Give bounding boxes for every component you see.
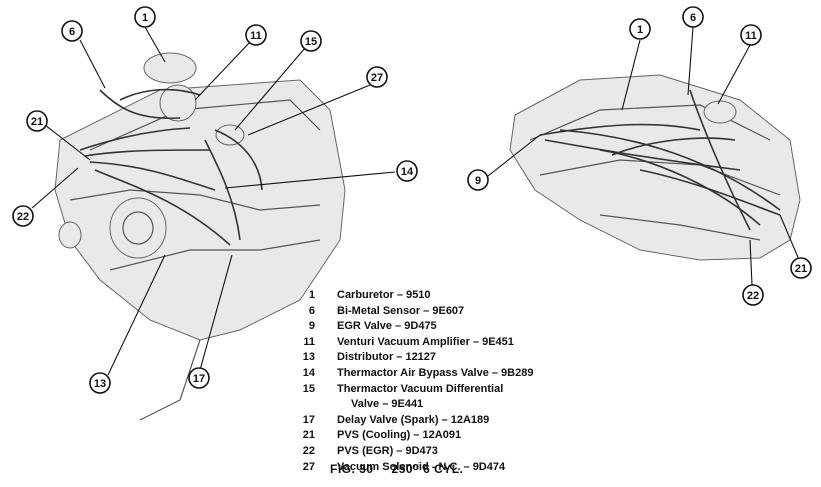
- svg-text:6: 6: [69, 26, 75, 38]
- right-engine-drawing: [509, 74, 801, 261]
- svg-text:22: 22: [747, 290, 759, 302]
- figure-caption: FIG. 30 250″ 6 CYL.: [330, 462, 463, 476]
- callout-13: 13: [89, 372, 111, 394]
- callout-11: 11: [245, 24, 267, 46]
- svg-text:17: 17: [193, 373, 205, 385]
- svg-text:13: 13: [94, 378, 106, 390]
- callout-17: 17: [188, 367, 210, 389]
- callout-11-right: 11: [740, 24, 762, 46]
- svg-text:27: 27: [371, 72, 383, 84]
- callout-9-right: 9: [467, 169, 489, 191]
- svg-text:21: 21: [795, 263, 807, 275]
- figure-number: FIG. 30: [330, 462, 374, 476]
- callout-6-right: 6: [682, 6, 704, 28]
- callout-21-right: 21: [790, 257, 812, 279]
- callout-22: 22: [12, 205, 34, 227]
- callout-15: 15: [300, 30, 322, 52]
- left-leader-lines: [31, 26, 396, 376]
- legend-row-continuation: Valve – 9E441: [351, 398, 424, 411]
- figure-title: 250″ 6 CYL.: [391, 462, 464, 476]
- callout-14: 14: [396, 160, 418, 182]
- svg-text:15: 15: [305, 36, 317, 48]
- callout-6: 6: [61, 20, 83, 42]
- svg-text:9: 9: [475, 175, 481, 187]
- svg-text:1: 1: [142, 12, 148, 24]
- svg-text:21: 21: [31, 116, 43, 128]
- callout-27: 27: [366, 66, 388, 88]
- svg-text:6: 6: [690, 12, 696, 24]
- callout-21: 21: [26, 110, 48, 132]
- callout-22-right: 22: [742, 284, 764, 306]
- svg-text:1: 1: [637, 24, 643, 36]
- callout-1-right: 1: [629, 18, 651, 40]
- right-leader-lines: [487, 26, 801, 286]
- left-engine-drawing: [54, 52, 346, 421]
- svg-text:14: 14: [401, 166, 414, 178]
- svg-text:22: 22: [17, 211, 29, 223]
- callout-1: 1: [134, 6, 156, 28]
- svg-text:11: 11: [250, 30, 262, 42]
- svg-text:11: 11: [745, 30, 757, 42]
